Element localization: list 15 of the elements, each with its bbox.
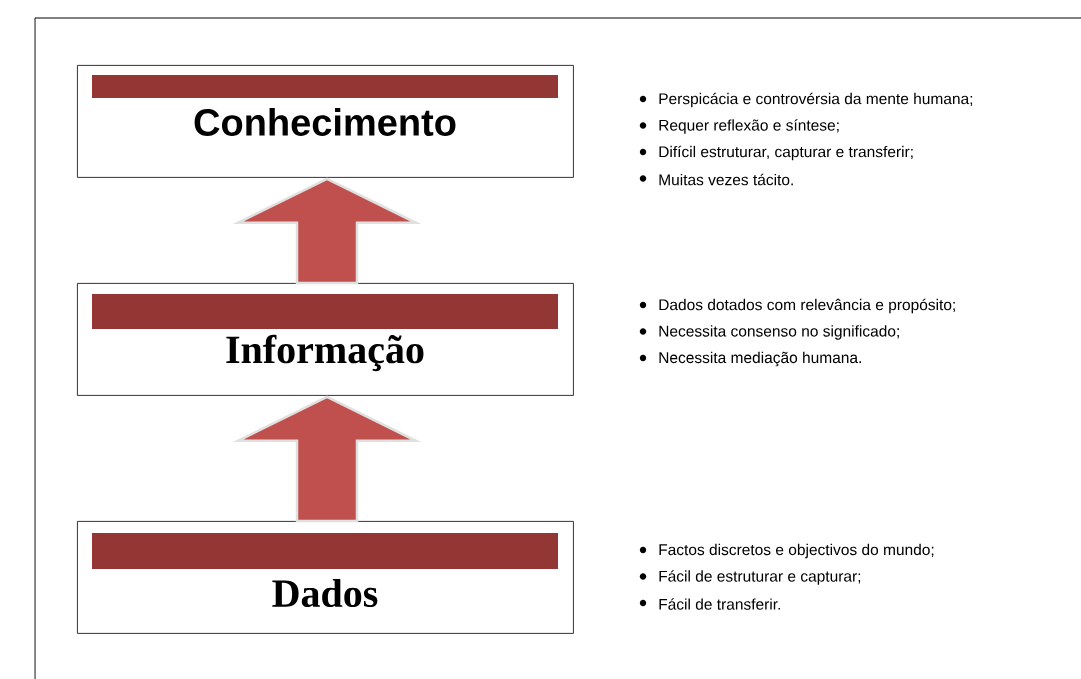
bullet-text: Fácil de estruturar e capturar; (659, 570, 861, 585)
level-box: Dados (77, 521, 574, 634)
bullet-text: Dados dotados com relevância e propósito; (659, 298, 955, 314)
bullet-text: Necessita mediação humana. (659, 351, 861, 367)
block-arrow (232, 177, 422, 285)
bullet-text: Difícil estruturar, capturar e transferir; (659, 145, 913, 161)
bullet-text: Muitas vezes tácito. (659, 173, 793, 186)
bullet-text: Necessita consenso no significado; (659, 325, 899, 340)
bullet-text: Requer reflexão e síntese; (659, 119, 839, 134)
bullet-text: Fácil de transferir. (659, 598, 780, 610)
bullet-text: Perspicácia e controvérsia da mente humana; (659, 92, 973, 108)
level-box: Conhecimento (77, 65, 574, 178)
level-box: Informação (77, 283, 574, 396)
block-arrow (232, 395, 422, 523)
bullet-text: Factos discretos e objectivos do mundo; (659, 543, 934, 559)
